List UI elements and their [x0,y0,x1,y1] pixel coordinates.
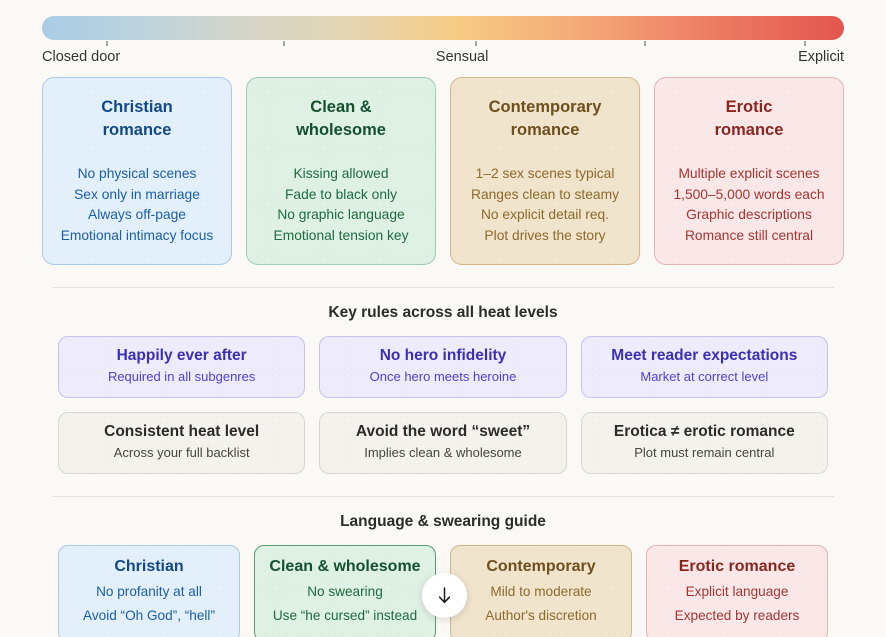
language-card-title: Erotic romance [678,557,796,575]
rule-meet-reader-expectations[interactable]: Meet reader expectations Market at corre… [580,336,828,398]
heat-card-point: Sex only in marriage [74,186,200,202]
heat-card-point: No physical scenes [77,165,197,181]
language-card-line2: Use “he cursed” instead [272,608,418,624]
heat-card-point: 1,500–5,000 words each [673,186,825,202]
language-guide-cards: Christian No profanity at all Avoid “Oh … [42,544,844,637]
scale-label-middle: Sensual [435,49,489,65]
rule-title: Meet reader expectations [611,347,798,364]
heat-card-point: Graphic descriptions [686,207,812,223]
section-divider [52,495,834,497]
scale-tick [803,41,806,46]
heat-scale-labels: Closed door Sensual Explicit [42,49,844,65]
arrow-down-icon [436,586,453,605]
language-card-title: Contemporary [486,557,596,575]
heat-level-cards: Christian romance No physical scenes Sex… [42,77,844,265]
rule-happily-ever-after[interactable]: Happily ever after Required in all subge… [58,336,306,398]
language-card-line2: Author's discretion [485,608,597,624]
heat-card-title-line1: Contemporary [488,98,602,116]
heat-card-point: 1–2 sex scenes typical [475,165,615,181]
language-card-line2: Expected by readers [674,608,800,624]
heat-card-erotic-romance: Erotic romance Multiple explicit scenes … [654,77,844,265]
heat-card-point: Emotional tension key [273,228,409,244]
rule-erotica-vs-erotic-romance[interactable]: Erotica ≠ erotic romance Plot must remai… [580,411,828,474]
language-card-line2: Avoid “Oh God”, “hell” [83,608,215,624]
heat-card-point: No explicit detail req. [480,207,610,223]
section-divider [52,287,834,288]
heat-card-title-line1: Clean & [310,98,372,116]
heat-card-title: Contemporary romance [461,96,629,142]
heat-gradient-bar [42,16,844,40]
heat-card-clean-wholesome: Clean & wholesome Kissing allowed Fade t… [246,77,436,265]
rule-subtitle: Once hero meets heroine [369,369,517,385]
heat-card-point: No graphic language [277,207,405,223]
scale-tick [475,41,478,46]
scale-tick [643,41,646,46]
scale-tick [106,41,109,46]
heat-card-title-line2: wholesome [296,120,386,139]
language-card-contemporary: Contemporary Mild to moderate Author's d… [450,544,632,637]
rule-subtitle: Market at correct level [640,369,769,385]
language-card-title: Clean & wholesome [269,557,421,575]
heat-card-title-line2: romance [102,120,172,139]
rule-subtitle: Plot must remain central [634,445,775,461]
heat-card-point: Multiple explicit scenes [678,165,820,181]
scale-tick [282,41,285,46]
language-card-title: Christian [114,557,184,575]
language-card-line1: Explicit language [685,583,789,599]
language-card-line1: No swearing [307,583,383,599]
language-card-erotic-romance: Erotic romance Explicit language Expecte… [646,544,828,637]
heat-card-point: Always off-page [88,207,186,223]
heat-card-christian-romance: Christian romance No physical scenes Sex… [42,77,232,265]
heat-card-title-line1: Christian [101,98,173,116]
heat-card-point: Ranges clean to steamy [470,186,619,202]
heat-card-point: Romance still central [684,228,814,244]
rule-title: Consistent heat level [104,422,260,440]
key-rules-heading: Key rules across all heat levels [328,304,558,321]
rule-consistent-heat-level[interactable]: Consistent heat level Across your full b… [58,411,306,474]
heat-card-title-line2: romance [714,120,784,139]
heat-scale-ticks [42,40,844,47]
heat-card-point: Fade to black only [285,186,397,202]
language-card-line1: No profanity at all [96,583,202,599]
heat-card-title: Clean & wholesome [257,96,425,142]
key-rules-row-2: Consistent heat level Across your full b… [42,411,844,474]
heat-card-contemporary-romance: Contemporary romance 1–2 sex scenes typi… [450,77,640,265]
heat-card-title: Christian romance [53,96,221,142]
language-card-line1: Mild to moderate [490,583,592,599]
heat-card-title-line1: Erotic [725,98,773,116]
heat-scale: Closed door Sensual Explicit [42,0,844,65]
scroll-down-button[interactable] [422,573,467,618]
language-card-clean-wholesome: Clean & wholesome No swearing Use “he cu… [254,544,436,637]
heat-card-point: Plot drives the story [484,228,606,244]
rule-title: No hero infidelity [379,347,507,364]
rule-no-hero-infidelity[interactable]: No hero infidelity Once hero meets heroi… [319,336,567,398]
scale-label-left: Closed door [42,49,121,65]
heat-card-point: Emotional intimacy focus [60,228,214,244]
rule-title: Avoid the word “sweet” [355,422,531,440]
scale-label-right: Explicit [798,49,844,65]
rule-avoid-word-sweet[interactable]: Avoid the word “sweet” Implies clean & w… [319,411,567,474]
language-guide-heading: Language & swearing guide [340,512,546,530]
heat-card-point: Kissing allowed [293,165,389,181]
heat-card-title: Erotic romance [665,96,833,142]
language-card-christian: Christian No profanity at all Avoid “Oh … [58,544,240,637]
rule-title: Erotica ≠ erotic romance [613,422,795,440]
heat-card-title-line2: romance [510,120,580,139]
rule-subtitle: Required in all subgenres [107,369,256,385]
rule-subtitle: Implies clean & wholesome [364,445,522,461]
rule-title: Happily ever after [116,347,247,364]
rule-subtitle: Across your full backlist [113,445,250,461]
key-rules-row-1: Happily ever after Required in all subge… [42,336,844,398]
